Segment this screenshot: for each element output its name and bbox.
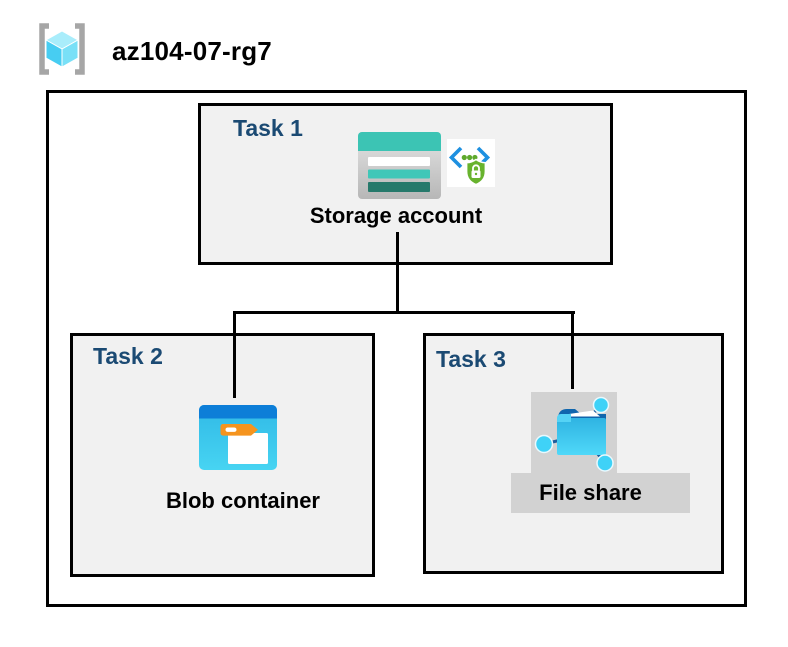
connector-to-blob xyxy=(233,311,236,398)
file-share-icon-highlight xyxy=(531,392,617,473)
task2-label: Task 2 xyxy=(93,343,163,369)
connector-horizontal xyxy=(233,311,575,314)
file-share-label: File share xyxy=(539,480,642,505)
task3-label: Task 3 xyxy=(436,346,506,372)
blob-container-icon xyxy=(199,405,277,470)
storage-account-icon xyxy=(358,132,441,199)
task2-box: Task 2 Blob container xyxy=(70,333,375,577)
task1-label: Task 1 xyxy=(233,115,303,141)
resource-group-name: az104-07-rg7 xyxy=(112,36,272,66)
connector-to-fileshare xyxy=(571,311,574,389)
blob-container-label: Blob container xyxy=(165,488,320,513)
connector-storage-stem xyxy=(396,232,399,313)
file-share-label-highlight: File share xyxy=(511,473,690,513)
resource-group-icon xyxy=(39,23,85,75)
sas-lock-icon xyxy=(447,139,495,187)
task1-box: Task 1 Storage account xyxy=(198,103,613,265)
storage-account-label: Storage account xyxy=(309,203,483,228)
file-share-icon xyxy=(534,396,614,472)
